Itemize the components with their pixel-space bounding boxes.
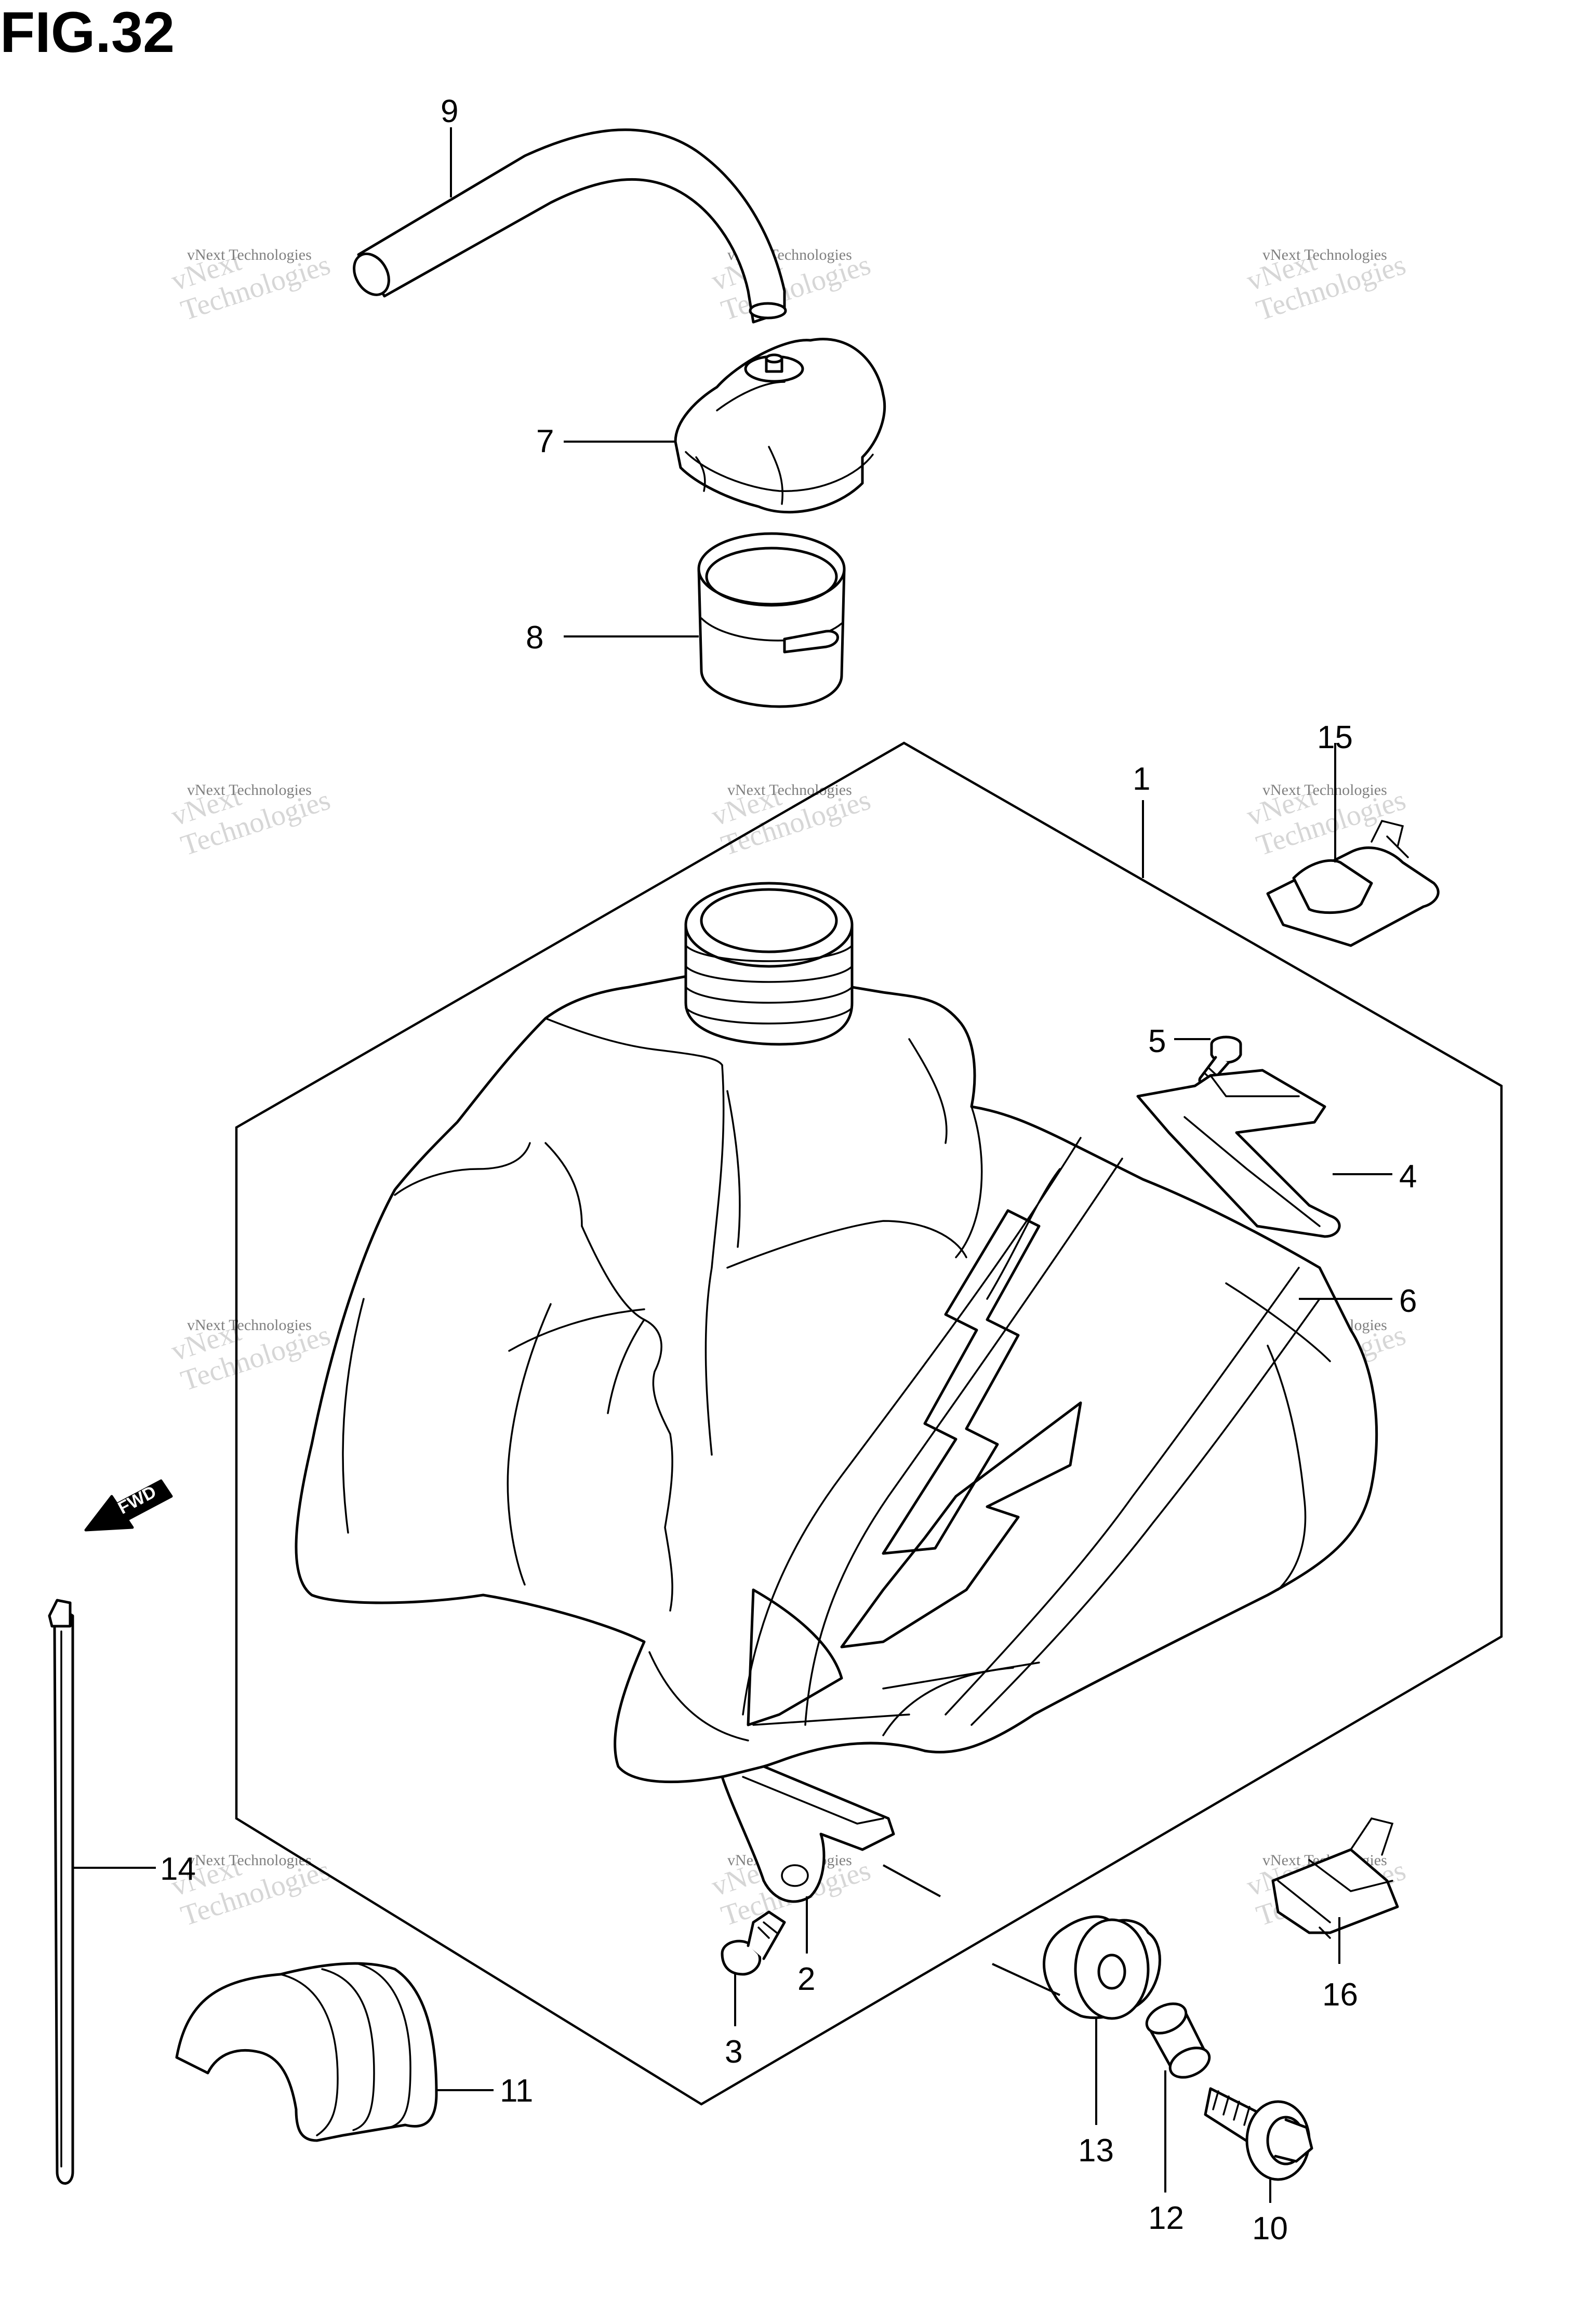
svg-text:vNext Technologies: vNext Technologies: [187, 781, 312, 799]
pad-icon: [175, 1962, 438, 2142]
bolt-icon: [721, 1910, 786, 1976]
watermark: vNext Technologies vNext Technologies: [708, 780, 874, 862]
svg-text:vNext Technologies: vNext Technologies: [1262, 781, 1387, 799]
callout-3: 3: [725, 2034, 742, 2070]
fuel-tank-icon: [295, 882, 1378, 1784]
callout-5: 5: [1148, 1024, 1166, 1059]
callout-13: 13: [1078, 2133, 1114, 2169]
clip-icon: [1266, 819, 1440, 947]
watermark: vNext Technologies vNext Technologies: [1243, 245, 1409, 327]
callout-2: 2: [797, 1961, 815, 1997]
svg-text:vNext Technologies: vNext Technologies: [187, 1317, 312, 1334]
watermark: vNext Technologies vNext Technologies: [167, 245, 334, 327]
strap-icon: [48, 1599, 74, 2185]
bracket-icon: [1136, 1069, 1341, 1238]
callout-16: 16: [1322, 1977, 1358, 2013]
flange-bolt-icon: [1204, 2087, 1313, 2181]
svg-text:vNext Technologies: vNext Technologies: [1262, 246, 1387, 263]
fuel-cap-icon: [674, 338, 886, 514]
rubber-mount-icon: [1043, 1915, 1161, 2020]
watermark: vNext Technologies vNext Technologies: [167, 1315, 334, 1397]
callout-1: 1: [1133, 761, 1150, 797]
clip-lower-icon: [1271, 1817, 1399, 1939]
callout-12: 12: [1148, 2200, 1184, 2236]
callout-4: 4: [1399, 1159, 1417, 1194]
collar-icon: [1145, 2002, 1211, 2079]
figure-title: FIG.32: [0, 1, 175, 64]
fwd-arrow-icon: FWD: [84, 1479, 173, 1532]
callout-10: 10: [1252, 2211, 1288, 2247]
front-bracket-icon: [721, 1765, 895, 1903]
callout-15: 15: [1317, 720, 1353, 755]
callout-9: 9: [441, 94, 458, 129]
callout-14: 14: [160, 1851, 196, 1887]
assembly-frame: [235, 741, 1503, 2106]
callout-7: 7: [536, 423, 554, 459]
callout-11: 11: [500, 2073, 533, 2109]
svg-text:vNext Technologies: vNext Technologies: [187, 1852, 312, 1869]
leader-front: [883, 1864, 941, 1897]
callout-8: 8: [526, 620, 543, 656]
watermark: vNext Technologies vNext Technologies: [167, 780, 334, 862]
watermark: vNext Technologies vNext Technologies: [708, 245, 874, 327]
breather-hose-icon: [353, 128, 787, 324]
leader-rear: [992, 1963, 1060, 1996]
svg-text:vNext Technologies: vNext Technologies: [187, 246, 312, 263]
callout-6: 6: [1399, 1283, 1417, 1319]
filler-neck-ring-icon: [697, 532, 846, 708]
